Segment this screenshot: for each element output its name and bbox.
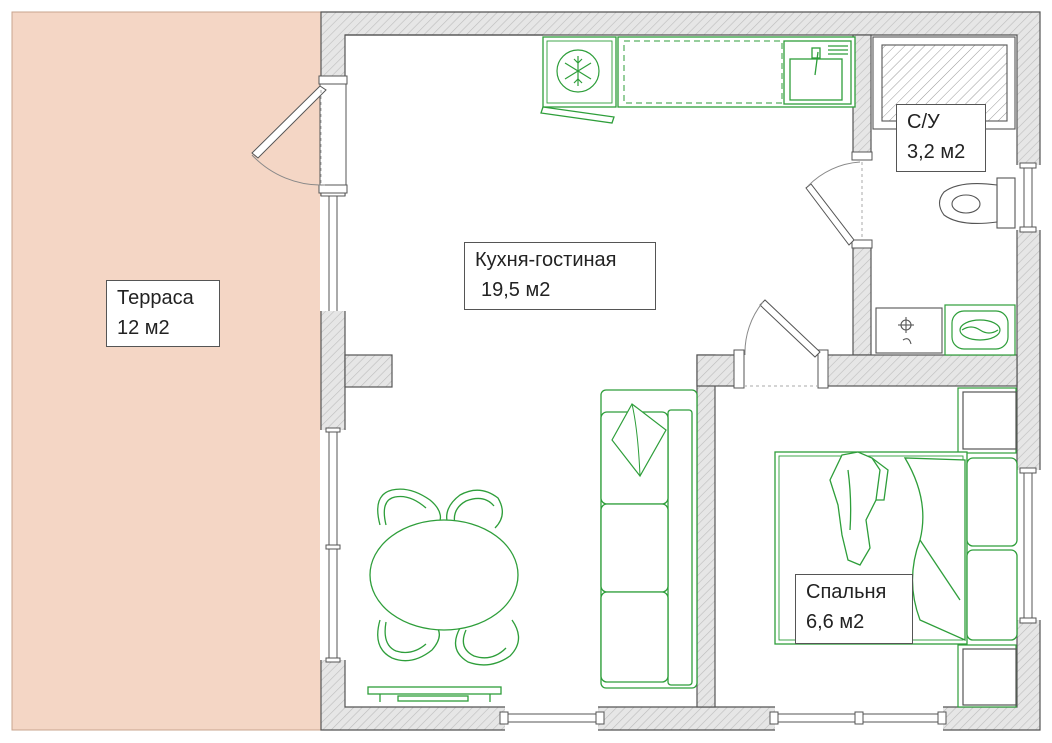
bedroom-area-value: 6,6 м2 — [806, 611, 865, 633]
sofa — [600, 389, 698, 689]
kitchen-area-value: 19,5 м2 — [481, 279, 551, 301]
openings — [319, 83, 1041, 731]
bathroom-label: С/У 3,2 м2 — [896, 104, 986, 172]
terrace-area — [11, 11, 323, 731]
washing-machine — [944, 304, 1016, 356]
snowflake-icon — [556, 49, 600, 93]
kitchen-name: Кухня-гостиная — [475, 249, 617, 271]
bedroom-name: Спальня — [806, 581, 887, 603]
bedroom-label: Спальня 6,6 м2 — [795, 574, 913, 644]
bathroom-name: С/У — [907, 111, 940, 133]
terrace-name: Терраса — [117, 287, 194, 309]
kitchen-label: Кухня-гостиная 19,5 м2 — [464, 242, 656, 310]
terrace-label: Терраса 12 м2 — [106, 280, 220, 347]
bathroom-area-value: 3,2 м2 — [907, 141, 966, 163]
kitchen-furniture — [540, 36, 856, 124]
bed — [774, 451, 1018, 645]
dining-set — [367, 488, 520, 702]
terrace-area-value: 12 м2 — [117, 317, 170, 339]
doors — [251, 75, 873, 389]
wardrobe — [957, 387, 1017, 708]
